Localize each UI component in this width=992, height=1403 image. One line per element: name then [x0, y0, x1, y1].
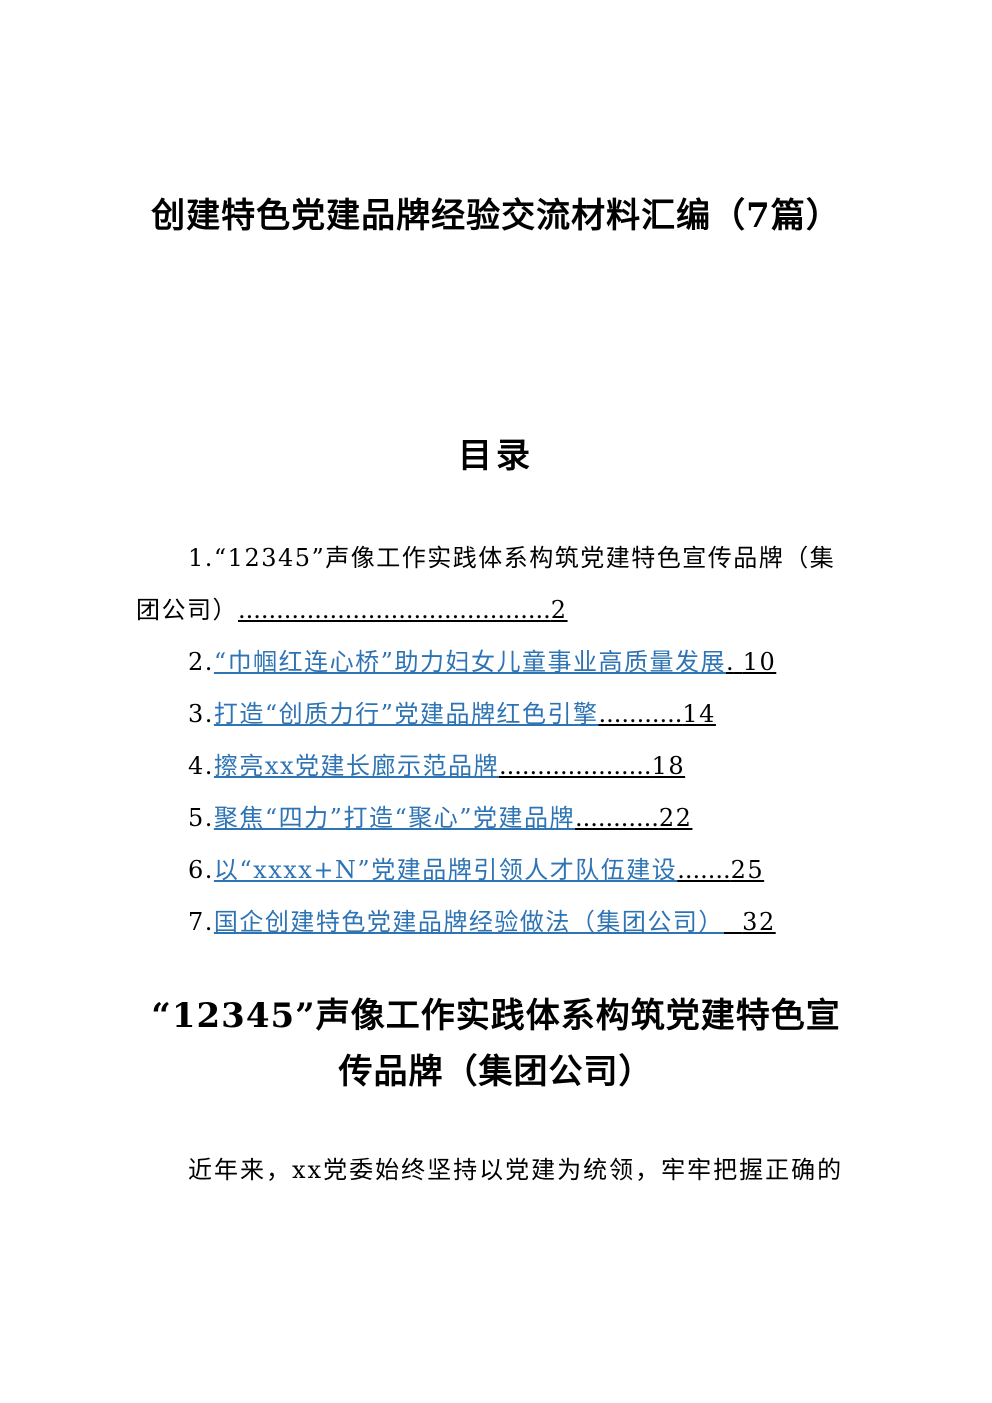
toc-page-number: 2: [550, 596, 568, 624]
toc-entry-title: “12345”声像工作实践体系构筑党建特色宣传品牌（集: [213, 544, 836, 572]
toc-entry-link[interactable]: “巾帼红连心桥”助力妇女儿童事业高质量发展: [213, 648, 726, 676]
toc-entry-number: 3.: [188, 700, 214, 728]
toc-page-value: 32: [742, 908, 776, 936]
toc-entry-number: 5.: [188, 804, 214, 832]
toc-leader-dots: ........................................…: [238, 596, 551, 624]
toc-entry-6[interactable]: 6.以“xxxx+N”党建品牌引领人才队伍建设.......25: [188, 850, 764, 890]
toc-entry-number: 6.: [188, 856, 214, 884]
toc-entry-7[interactable]: 7.国企创建特色党建品牌经验做法（集团公司） 32: [188, 902, 776, 942]
body-paragraph: 近年来，xx党委始终坚持以党建为统领，牢牢把握正确的: [188, 1156, 844, 1184]
toc-entry-5[interactable]: 5.聚焦“四力”打造“聚心”党建品牌...........22: [188, 798, 692, 838]
toc-page-number: 32: [724, 908, 776, 936]
section-title: “12345”声像工作实践体系构筑党建特色宣 传品牌（集团公司）: [0, 988, 992, 1100]
toc-page-value: 10: [742, 648, 777, 676]
toc-entry-number: 7.: [188, 908, 214, 936]
toc-page-number: 22: [658, 804, 693, 832]
toc-heading: 目录: [458, 436, 534, 476]
toc-entry-4[interactable]: 4.擦亮xx党建长廊示范品牌....................18: [188, 746, 685, 786]
toc-leader-dots: .......: [677, 856, 731, 884]
toc-entry-1-line-1[interactable]: 1.“12345”声像工作实践体系构筑党建特色宣传品牌（集: [188, 538, 835, 578]
toc-page-number: 18: [651, 752, 686, 780]
toc-leader-dots: .: [725, 648, 734, 676]
toc-entry-2[interactable]: 2.“巾帼红连心桥”助力妇女儿童事业高质量发展. 10: [188, 642, 776, 682]
toc-page-number: 14: [682, 700, 716, 728]
toc-entry-3[interactable]: 3.打造“创质力行”党建品牌红色引擎...........14: [188, 694, 716, 734]
toc-entry-link[interactable]: 打造“创质力行”党建品牌红色引擎: [213, 700, 599, 728]
document-title: 创建特色党建品牌经验交流材料汇编（7篇）: [151, 196, 841, 236]
toc-page-number: 10: [734, 648, 777, 676]
toc-page-number: 25: [730, 856, 765, 884]
toc-entry-number: 4.: [188, 752, 214, 780]
toc-entry-number: 2.: [188, 648, 214, 676]
toc-leader-dots: ...........: [574, 804, 659, 832]
toc-entry-link[interactable]: 擦亮xx党建长廊示范品牌: [213, 752, 499, 780]
toc-entry-number: 1.: [188, 544, 214, 572]
toc-entry-link[interactable]: 国企创建特色党建品牌经验做法（集团公司）: [213, 908, 724, 936]
toc-entry-link[interactable]: 聚焦“四力”打造“聚心”党建品牌: [213, 804, 575, 832]
toc-leader-dots: ...........: [598, 700, 683, 728]
section-title-line-2: 传品牌（集团公司）: [338, 1052, 654, 1092]
section-title-line-1: “12345”声像工作实践体系构筑党建特色宣: [151, 996, 841, 1036]
toc-entry-title-continued: 团公司）: [136, 596, 238, 624]
toc-entry-link[interactable]: 以“xxxx+N”党建品牌引领人才队伍建设: [213, 856, 678, 884]
toc-entry-1-line-2[interactable]: 团公司）....................................…: [136, 590, 568, 630]
toc-leader-dots: ....................: [498, 752, 652, 780]
